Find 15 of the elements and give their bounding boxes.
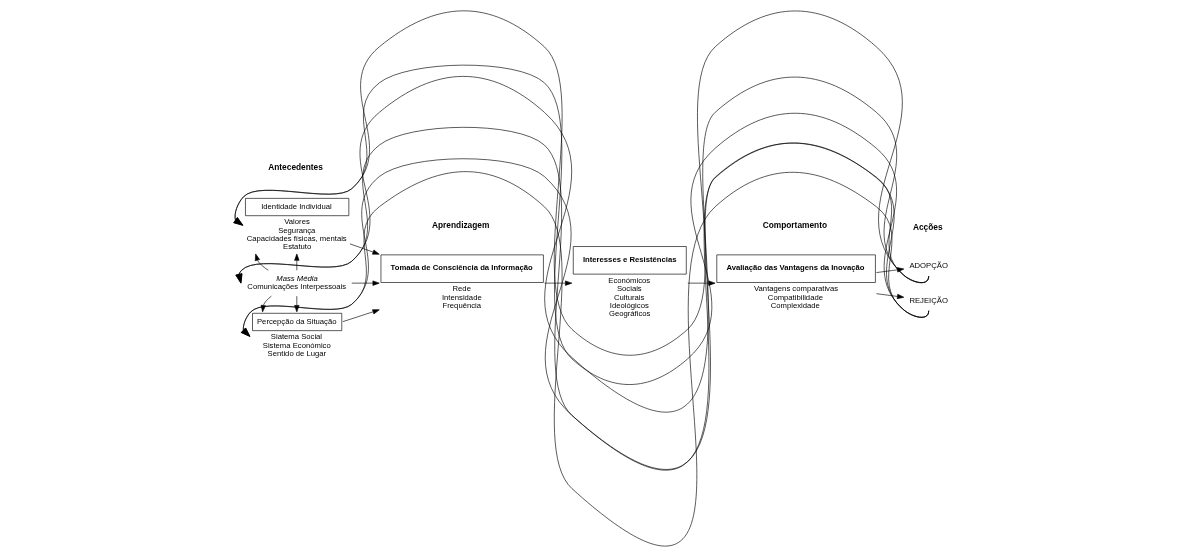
- label: Acções: [912, 222, 943, 233]
- arrow: [293, 253, 299, 271]
- arrow: [350, 280, 380, 286]
- arrow: [260, 295, 272, 313]
- label: Comportamento: [762, 219, 827, 230]
- arrow: [875, 293, 904, 299]
- arrow: [293, 295, 299, 313]
- arrow: [543, 280, 572, 286]
- arrow: [254, 253, 269, 271]
- arrow: [240, 171, 929, 546]
- arrow: [342, 309, 380, 322]
- arrow: [349, 243, 379, 255]
- arrow: [875, 267, 904, 273]
- label: Aprendizagem: [431, 219, 489, 230]
- label: Antecedentes: [267, 162, 323, 173]
